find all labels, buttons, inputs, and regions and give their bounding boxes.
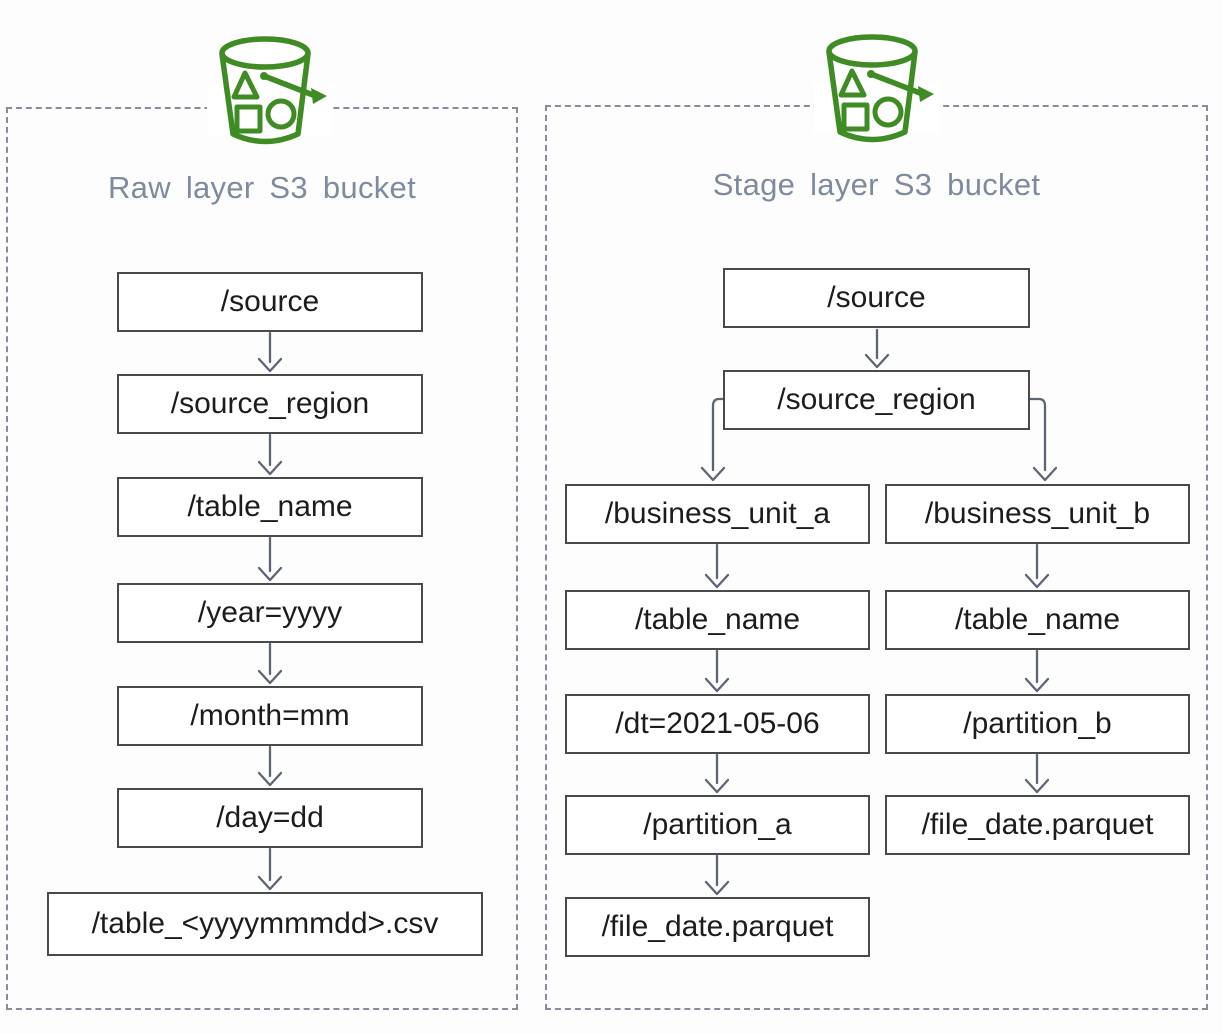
raw-node-day: /day=dd — [117, 788, 423, 848]
raw-node-source: /source — [117, 272, 423, 332]
stage-node-file-parquet-a: /file_date.parquet — [565, 897, 870, 957]
raw-node-month: /month=mm — [117, 686, 423, 746]
s3-bucket-icon — [814, 34, 940, 143]
raw-node-source-region: /source_region — [117, 374, 423, 434]
stage-node-source: /source — [723, 268, 1030, 328]
s3-bucket-icon — [207, 36, 333, 145]
raw-node-year: /year=yyyy — [117, 583, 423, 643]
stage-node-business-unit-a: /business_unit_a — [565, 484, 870, 544]
stage-node-dt: /dt=2021-05-06 — [565, 694, 870, 754]
stage-node-business-unit-b: /business_unit_b — [885, 484, 1190, 544]
stage-node-file-parquet-b: /file_date.parquet — [885, 795, 1190, 855]
raw-layer-title: Raw layer S3 bucket — [108, 170, 416, 205]
stage-layer-panel — [545, 105, 1208, 1010]
raw-node-table-csv: /table_<yyyymmmdd>.csv — [47, 892, 483, 956]
stage-node-table-name-a: /table_name — [565, 590, 870, 650]
raw-layer-panel — [6, 107, 518, 1010]
stage-layer-title: Stage layer S3 bucket — [712, 167, 1041, 202]
stage-node-table-name-b: /table_name — [885, 590, 1190, 650]
stage-node-partition-a: /partition_a — [565, 795, 870, 855]
stage-node-partition-b: /partition_b — [885, 694, 1190, 754]
raw-node-table-name: /table_name — [117, 477, 423, 537]
stage-node-source-region: /source_region — [723, 370, 1030, 430]
